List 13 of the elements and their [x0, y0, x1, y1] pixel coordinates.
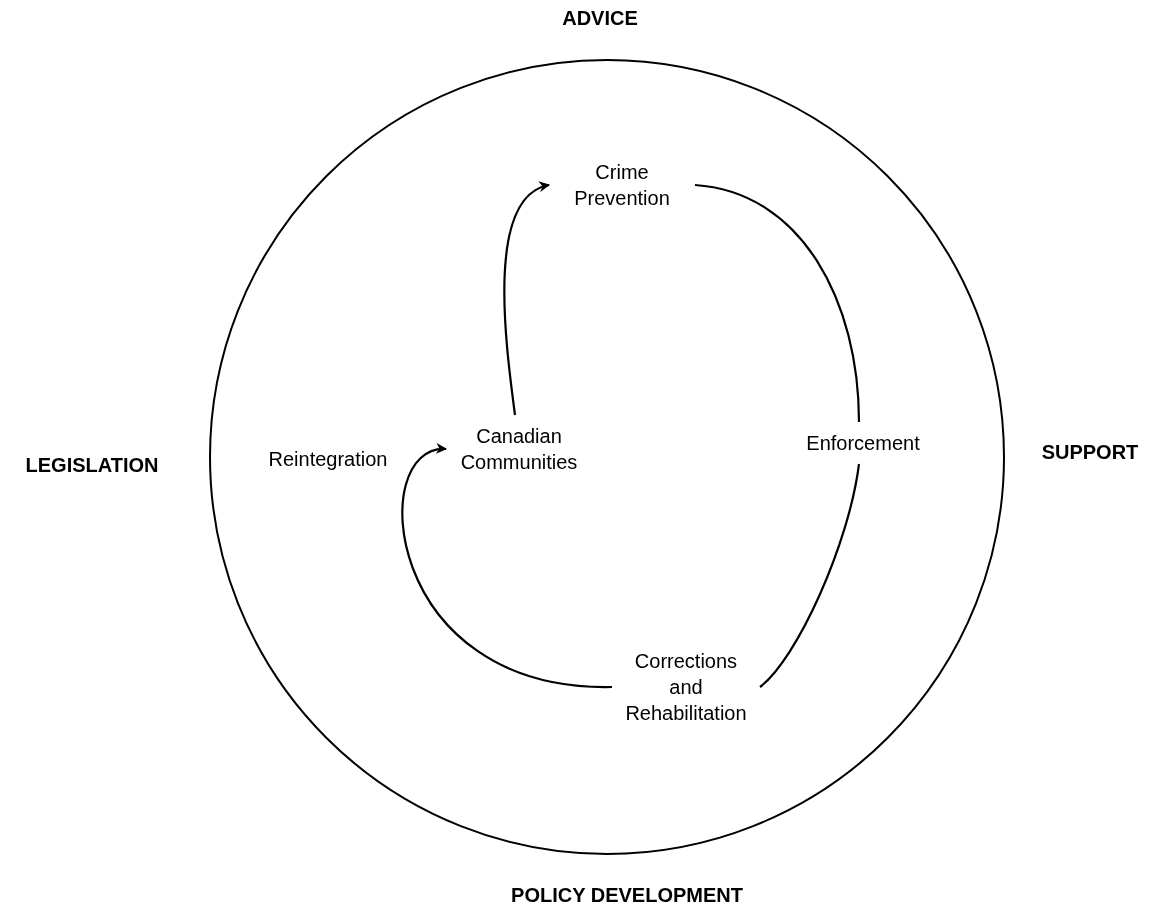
arrow — [401, 445, 613, 689]
stage-label: Enforcement — [788, 430, 938, 456]
side-label: SUPPORT — [1041, 440, 1139, 465]
side-label: POLICY DEVELOPMENT — [511, 883, 743, 908]
arrow — [503, 183, 551, 416]
side-label: LEGISLATION — [25, 453, 159, 478]
stage-label: Canadian Communities — [454, 423, 584, 475]
side-label: ADVICE — [562, 6, 638, 31]
stage-label: Corrections and Rehabilitation — [620, 648, 752, 726]
connector-line — [694, 183, 861, 423]
stage-label: Crime Prevention — [557, 159, 687, 211]
connector-line — [759, 463, 861, 688]
outer-circle — [209, 59, 1005, 855]
